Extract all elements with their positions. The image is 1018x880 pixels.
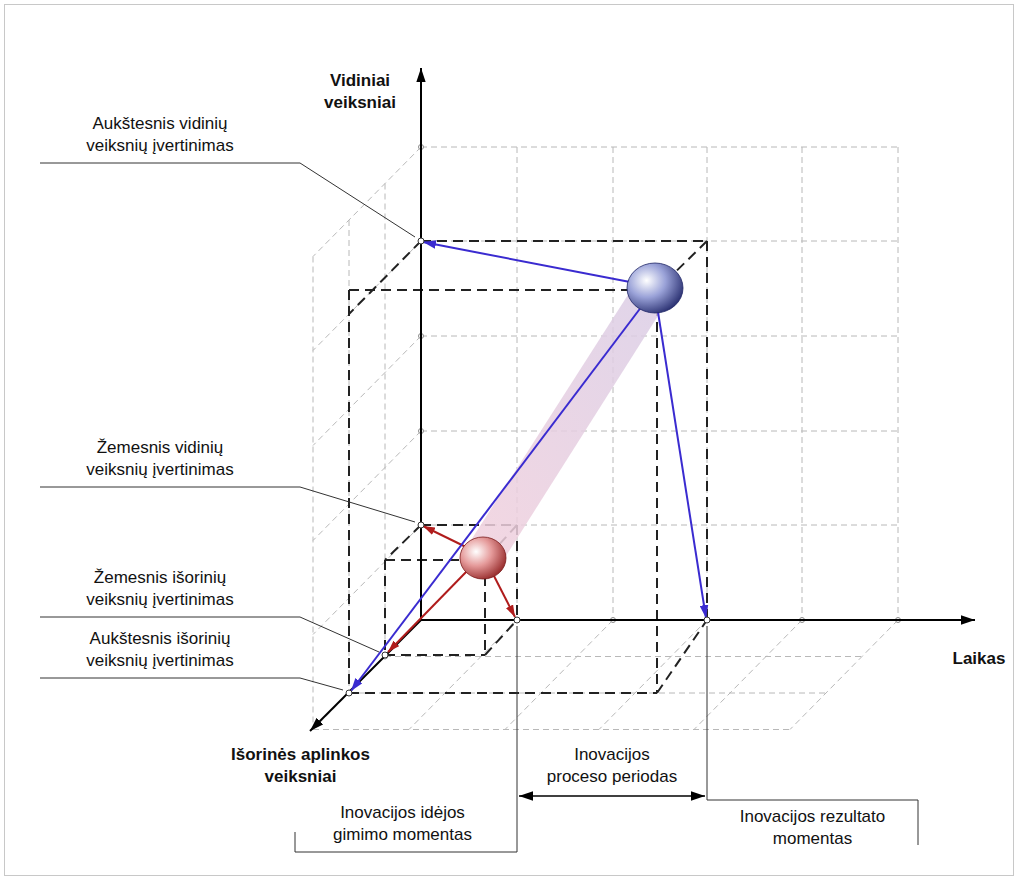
level-label: Žemesnis vidinių veiksnių įvertinimas [70, 437, 250, 481]
moment-label: Inovacijos rezultato momentas [730, 806, 895, 850]
axis-title: Išorinės aplinkos veiksniai [218, 744, 383, 788]
moment-label: Inovacijos idėjos gimimo momentas [320, 802, 485, 846]
level-label: Žemesnis išorinių veiksnių įvertinimas [70, 567, 250, 611]
axis-title: Laikas [948, 648, 1010, 670]
level-label: Aukštesnis vidinių veiksnių įvertinimas [70, 113, 250, 157]
axis-title: Vidiniai veiksniai [310, 70, 410, 114]
level-label: Aukštesnis išorinių veiksnių įvertinimas [70, 628, 250, 672]
period-label: Inovacijos proceso periodas [544, 744, 680, 788]
